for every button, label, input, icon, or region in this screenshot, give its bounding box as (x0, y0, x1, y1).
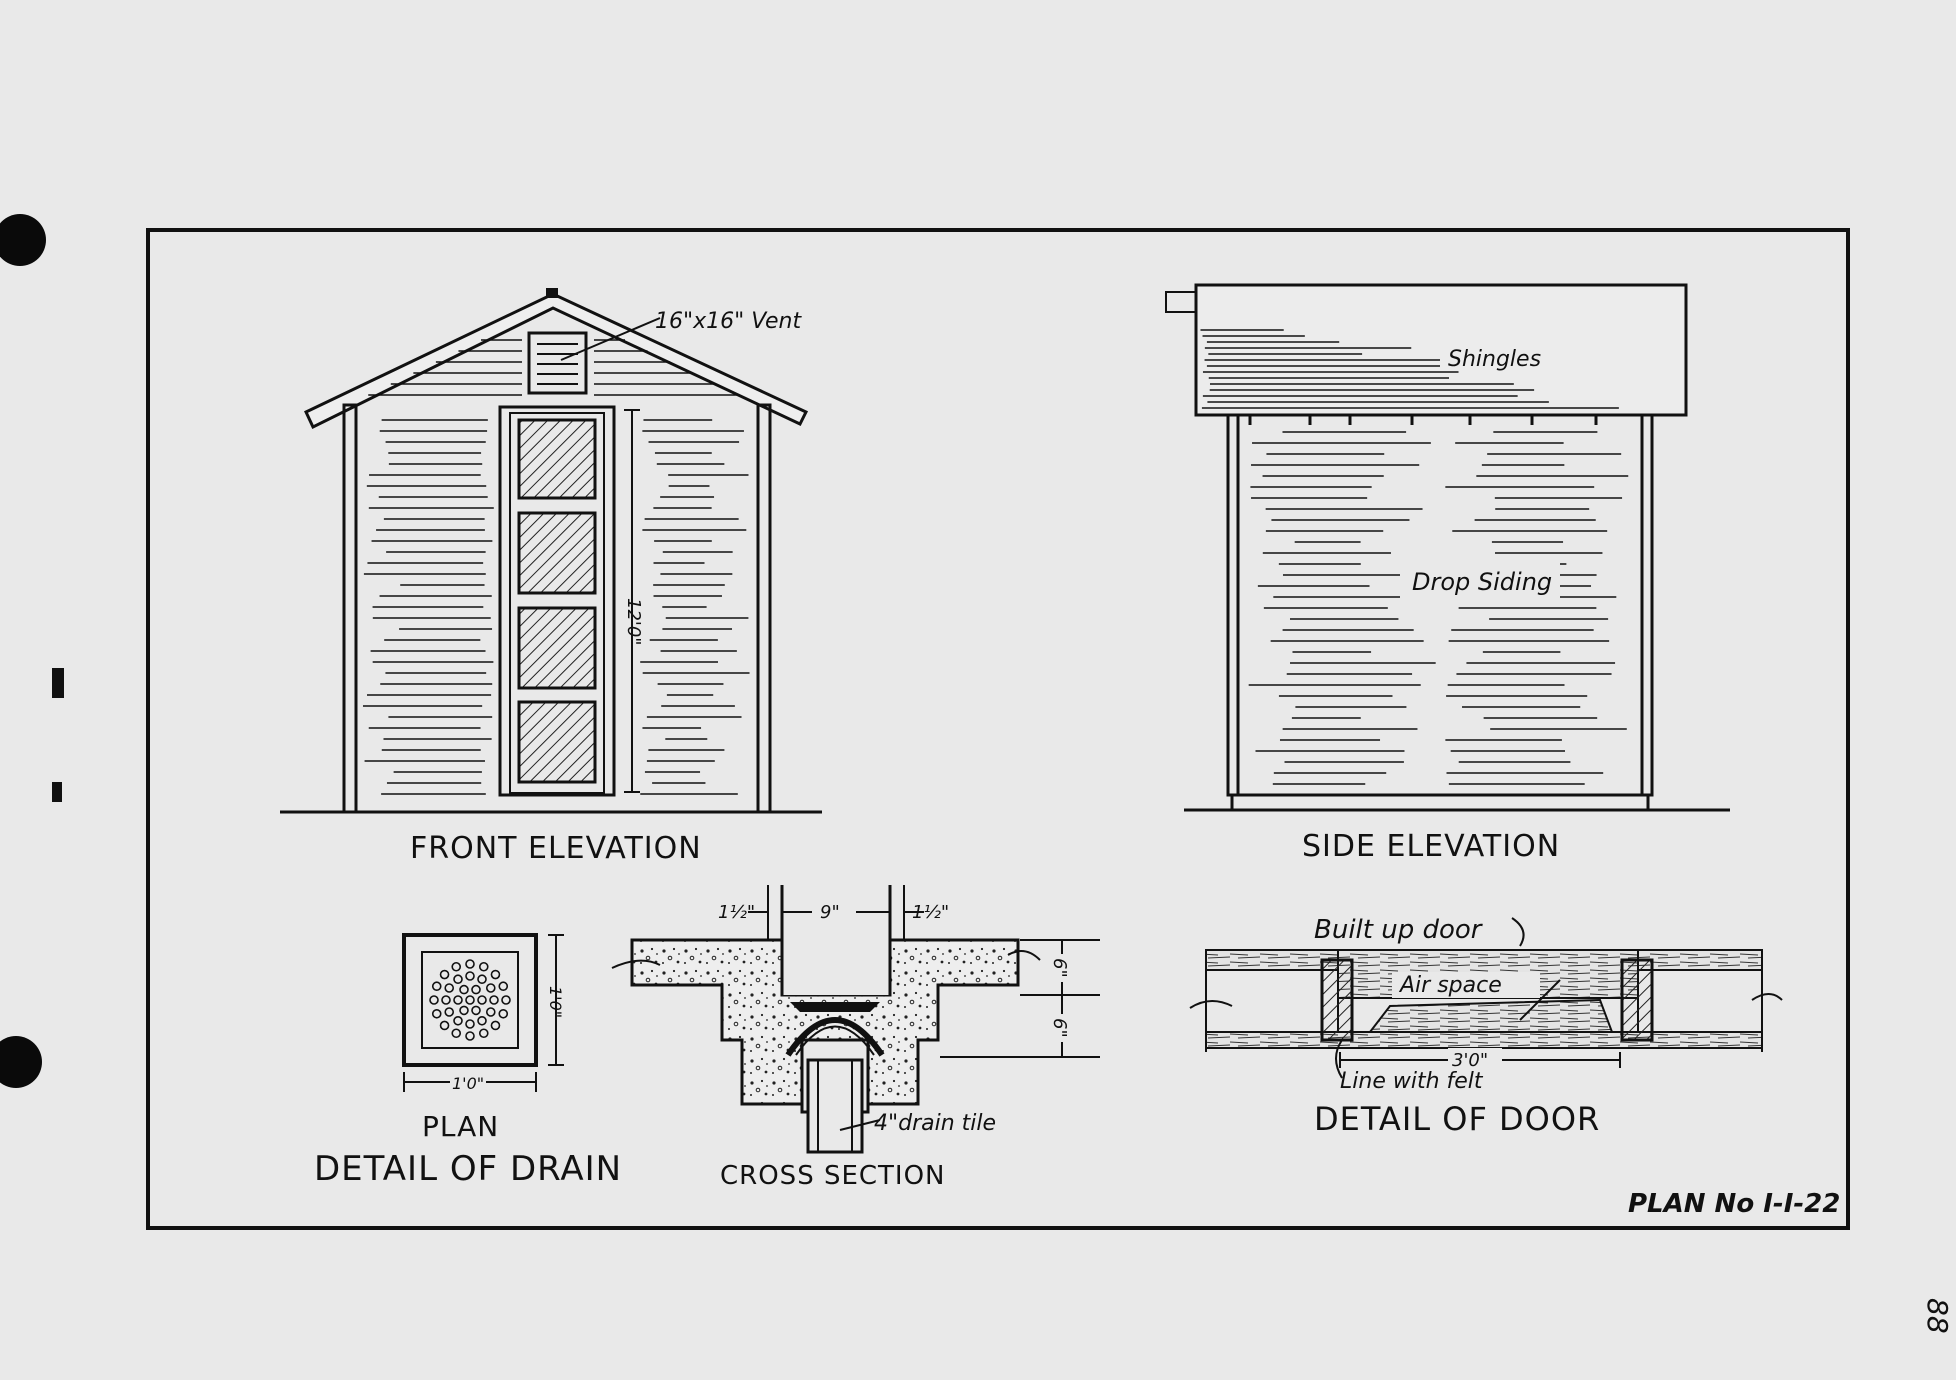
margin-note: 88 (1921, 1298, 1954, 1334)
drain-hole (453, 974, 463, 985)
drain-hole (478, 1028, 489, 1039)
drain-plan-width-dimension: 1'0" (452, 1074, 484, 1093)
drain-hole (459, 1005, 469, 1016)
drain-hole (439, 969, 450, 980)
vent-label: 16"x16" Vent (655, 309, 802, 334)
built-up-door-label: Built up door (1314, 915, 1484, 945)
drain-hole (477, 974, 487, 985)
drain-hole (471, 984, 481, 995)
side-elevation-title: SIDE ELEVATION (1302, 829, 1560, 864)
drain-hole (477, 995, 487, 1005)
drain-hole (451, 961, 462, 972)
plan-number: PLAN No I-I-22 (1628, 1189, 1840, 1219)
detail-of-drain-title: DETAIL OF DRAIN (314, 1149, 622, 1189)
drain-hole (439, 1020, 450, 1031)
drain-hole (429, 995, 439, 1005)
drain-hole (453, 1015, 463, 1026)
drain-hole (490, 969, 501, 980)
air-space-label: Air space (1398, 973, 1502, 998)
drain-hole (465, 1031, 475, 1041)
drain-tile-label: 4"drain tile (874, 1111, 996, 1136)
drain-hole (465, 995, 475, 1005)
drain-hole (485, 983, 496, 993)
drain-hole (498, 1008, 509, 1019)
drain-hole (465, 959, 475, 969)
front-height-dimension: 12'0" (623, 598, 644, 646)
drawing-border (146, 228, 1850, 1230)
cross-section-title: CROSS SECTION (720, 1161, 946, 1191)
drain-hole (498, 981, 509, 992)
drain-hole (441, 995, 451, 1005)
drain-hole (431, 1008, 442, 1019)
drain-hole (431, 981, 442, 992)
door-detail (1189, 917, 1783, 1079)
margin-mark (52, 782, 62, 802)
shingles-label: Shingles (1448, 347, 1541, 372)
drain-hole (465, 971, 475, 981)
drain-hole (489, 995, 499, 1005)
drain-plan-height-dimension: 1'0" (546, 986, 565, 1018)
punch-hole-top (0, 214, 46, 266)
drain-hole (444, 983, 455, 993)
felt-label: Line with felt (1340, 1069, 1484, 1094)
section-dim-center: 9" (820, 902, 840, 923)
section-dim-lower: 6" (1049, 1018, 1070, 1038)
drain-hole (465, 1019, 475, 1029)
section-dim-left: 1½" (718, 902, 755, 923)
drain-hole (451, 1028, 462, 1039)
drain-hole (485, 1007, 496, 1017)
drain-hole (453, 995, 463, 1005)
drain-hole (477, 1015, 487, 1026)
door-width-dimension: 3'0" (1452, 1050, 1488, 1071)
margin-mark (52, 668, 64, 698)
front-elevation-title: FRONT ELEVATION (410, 831, 702, 866)
drain-hole (444, 1007, 455, 1017)
drain-hole (478, 961, 489, 972)
drop-siding-label: Drop Siding (1412, 568, 1552, 596)
drain-hole (501, 995, 511, 1005)
drain-plan (402, 933, 564, 1092)
drain-hole (459, 984, 469, 995)
drain-cross-section (611, 885, 1100, 1154)
detail-of-door-title: DETAIL OF DOOR (1314, 1100, 1600, 1138)
section-dim-upper: 6" (1049, 958, 1070, 978)
drain-hole (490, 1020, 501, 1031)
punch-hole-bottom (0, 1036, 42, 1088)
drain-plan-title: PLAN (422, 1110, 499, 1143)
side-elevation (1165, 283, 1730, 812)
drain-hole (471, 1005, 481, 1016)
front-elevation (280, 288, 822, 814)
section-dim-right: 1½" (912, 902, 949, 923)
